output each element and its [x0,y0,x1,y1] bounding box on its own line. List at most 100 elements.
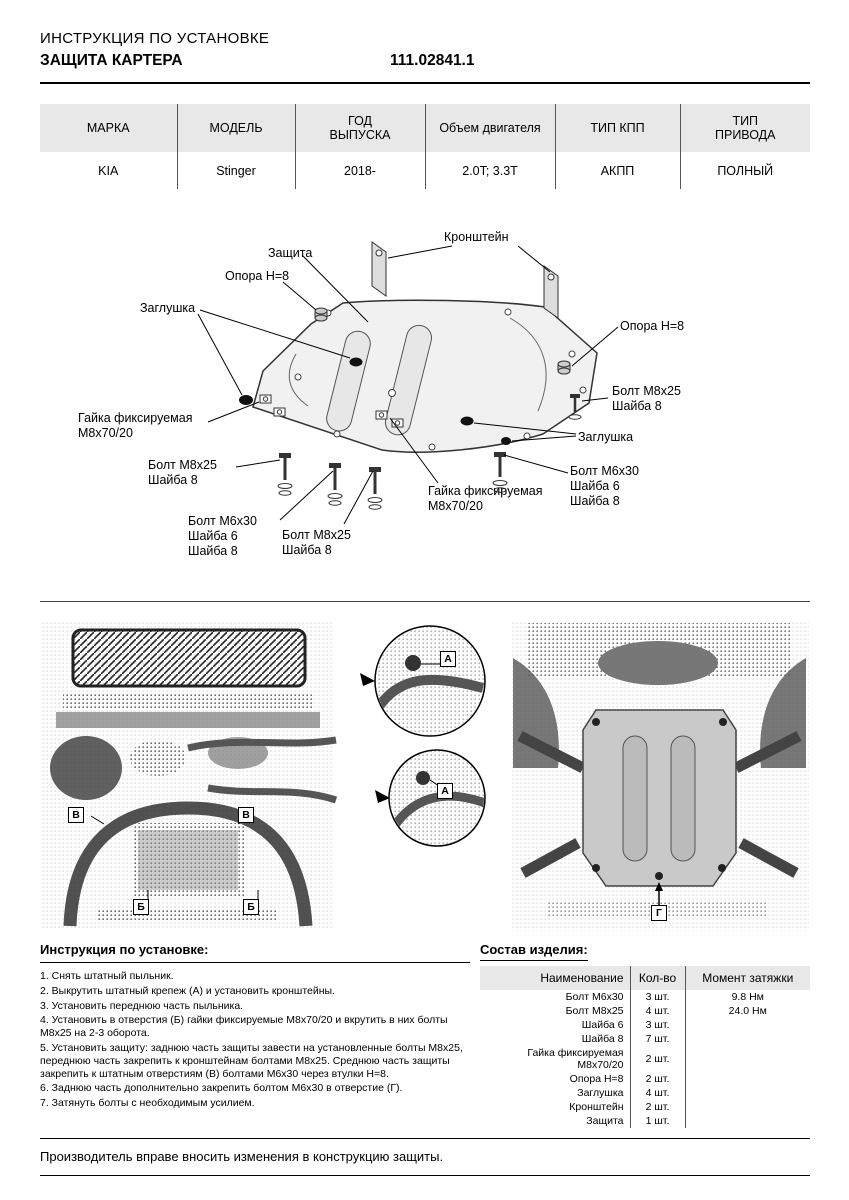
exploded-diagram-svg [197,241,619,525]
parts-heading: Состав изделия: [480,942,810,961]
plug-dot [239,395,253,405]
parts-row: Шайба 6 3 шт. [480,1018,810,1032]
part-torque [684,1032,810,1046]
part-name: Болт М6х30 [565,991,624,1003]
product-name: ЗАЩИТА КАРТЕРА [40,52,183,69]
part-name: Кронштейн [569,1101,624,1113]
photo-section: А А В В Б Б Г [38,618,811,936]
plug-dot [349,357,363,367]
spec-header-gearbox: ТИП КПП [554,104,680,152]
part-qty: 2 шт. [629,1100,685,1114]
parts-header-row: Наименование Кол-во Момент затяжки [480,966,810,990]
marker-g: Г [651,905,667,921]
label-bolt-m8x25-right: Болт М8х25 Шайба 8 [612,384,681,413]
parts-row: Заглушка 4 шт. [480,1086,810,1100]
marker-a: А [440,651,456,667]
label-bolt-m6x30-right: Болт М6х30 Шайба 6 Шайба 8 [570,464,639,508]
parts-row: Защита 1 шт. [480,1114,810,1128]
parts-row: Болт М6х30 3 шт. 9.8 Нм [480,990,810,1004]
left-photo-svg [42,622,338,928]
installed-plate-shape [582,709,737,887]
part-qty: 3 шт. [629,1018,685,1032]
instruction-item: 3. Установить переднюю часть пыльника. [40,999,244,1012]
spec-value-year: 2018- [294,152,425,189]
instructions-section: Инструкция по установке: 1. Снять штатны… [40,942,480,1128]
parts-row: Болт М8х25 4 шт. 24.0 Нм [480,1004,810,1018]
spec-header-engine: Объем двигателя [424,104,555,152]
bracket-shapes [371,241,559,319]
part-qty: 2 шт. [629,1046,685,1072]
label-bolt-m8x25-center: Болт М8х25 Шайба 8 [282,528,351,557]
spec-value-row: KIA Stinger 2018- 2.0T; 3.3T АКПП ПОЛНЫЙ [40,152,810,189]
spec-header-brand: МАРКА [40,104,177,152]
label-bracket: Кронштейн [444,230,509,244]
parts-section: Состав изделия: Наименование Кол-во Моме… [480,942,810,1128]
label-bolt-m8x25-left: Болт М8х25 Шайба 8 [148,458,217,487]
plug-dot [501,437,511,445]
support-shapes [314,307,571,375]
part-qty: 3 шт. [629,990,685,1004]
bolt-shapes [277,394,582,510]
part-name: Болт М8х25 [565,1005,624,1017]
spec-header-year: ГОД ВЫПУСКА [294,104,425,152]
marker-v: В [68,807,84,823]
spec-header-model: МОДЕЛЬ [176,104,295,152]
parts-header-qty: Кол-во [629,966,685,990]
spec-table: МАРКА МОДЕЛЬ ГОД ВЫПУСКА Объем двигателя… [40,104,810,189]
part-torque: 9.8 Нм [684,990,810,1004]
part-torque [684,1072,810,1086]
parts-row: Кронштейн 2 шт. [480,1100,810,1114]
footer: Производитель вправе вносить изменения в… [40,1138,810,1176]
instruction-item: 4. Установить в отверстия (Б) гайки фикс… [40,1014,448,1040]
part-name: Шайба 8 [581,1033,624,1045]
marker-b: Б [243,899,259,915]
part-qty: 4 шт. [629,1086,685,1100]
inset-circles-svg [360,625,486,847]
part-torque: 24.0 Нм [684,1004,810,1018]
instructions-heading: Инструкция по установке: [40,942,470,963]
parts-row: Шайба 8 7 шт. [480,1032,810,1046]
label-cage-nut-left: Гайка фиксируемая М8х70/20 [78,411,193,440]
label-protection: Защита [268,246,313,260]
skid-plate-shape [252,299,598,453]
part-name: Гайка фиксируемая М8х70/20 [527,1047,624,1071]
part-qty: 2 шт. [629,1072,685,1086]
exploded-diagram: Кронштейн Защита Опора Н=8 Заглушка Опор… [40,206,810,598]
instruction-item: 1. Снять штатный пыльник. [40,970,174,982]
part-torque [684,1086,810,1100]
cage-nut-shapes [259,394,404,428]
part-torque [684,1046,810,1072]
part-name: Опора Н=8 [569,1073,624,1085]
label-cage-nut-center: Гайка фиксируемая М8х70/20 [428,484,543,513]
header: ИНСТРУКЦИЯ ПО УСТАНОВКЕ ЗАЩИТА КАРТЕРА 1… [40,30,810,84]
callout-lines [197,245,619,525]
instruction-item: 2. Выкрутить штатный крепеж (А) и устано… [40,984,335,997]
spec-value-gearbox: АКПП [554,152,680,189]
plug-dot [460,416,474,426]
part-qty: 4 шт. [629,1004,685,1018]
marker-v: В [238,807,254,823]
part-torque [684,1100,810,1114]
label-support-left: Опора Н=8 [225,269,290,283]
bottom-section: Инструкция по установке: 1. Снять штатны… [40,942,810,1128]
part-torque [684,1114,810,1128]
part-name: Защита [586,1115,624,1127]
part-name: Шайба 6 [581,1019,624,1031]
parts-table: Наименование Кол-во Момент затяжки Болт … [480,966,810,1128]
instruction-item: 6. Заднюю часть дополнительно закрепить … [40,1082,403,1095]
parts-row: Опора Н=8 2 шт. [480,1072,810,1086]
parts-row: Гайка фиксируемая М8х70/20 2 шт. [480,1046,810,1072]
parts-header-name: Наименование [480,966,630,990]
subtitle-row: ЗАЩИТА КАРТЕРА 111.02841.1 [40,52,810,70]
part-torque [684,1018,810,1032]
label-support-right: Опора Н=8 [620,319,685,333]
part-qty: 1 шт. [629,1114,685,1128]
part-number: 111.02841.1 [390,52,475,69]
spec-value-model: Stinger [176,152,295,189]
label-plug-left: Заглушка [140,301,196,315]
spec-value-brand: KIA [98,163,119,178]
spec-header-row: МАРКА МОДЕЛЬ ГОД ВЫПУСКА Объем двигателя… [40,104,810,152]
label-plug-right: Заглушка [578,430,634,444]
spec-value-engine: 2.0T; 3.3T [424,152,555,189]
